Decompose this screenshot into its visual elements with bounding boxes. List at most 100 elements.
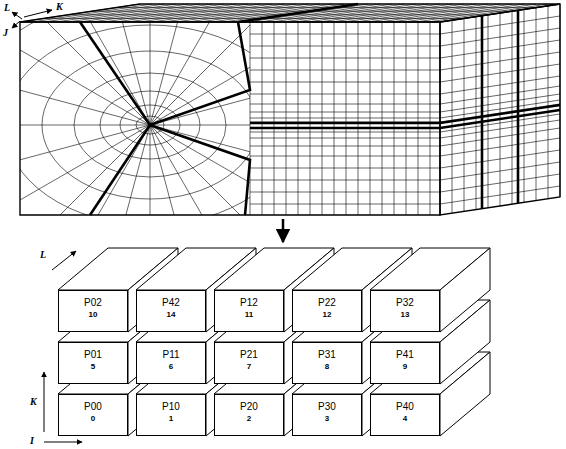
processor-number: 9 (403, 362, 407, 372)
crack-tip-mesh (20, 22, 250, 215)
mesh-ray (20, 22, 150, 125)
down-arrow (282, 219, 285, 242)
mesh-line (250, 94, 440, 95)
mesh-line (250, 118, 440, 119)
processor-block: P4214 (136, 290, 206, 332)
axis-arrow (44, 442, 82, 443)
mesh-line (250, 112, 440, 113)
mesh-ray (150, 125, 250, 126)
processor-block: P0210 (58, 290, 128, 332)
processor-number: 1 (169, 414, 173, 424)
mesh-ray (20, 125, 150, 126)
processor-number: 10 (89, 310, 98, 320)
mesh-line (286, 22, 287, 215)
mesh-ray (150, 22, 250, 125)
mesh-ray (20, 42, 150, 125)
mesh-line (430, 22, 431, 215)
mesh-line (346, 22, 347, 215)
processor-block: P101 (136, 394, 206, 436)
processor-block: P202 (214, 394, 284, 436)
mesh-line (250, 46, 440, 47)
mesh-line (370, 22, 371, 215)
mesh-line (310, 22, 311, 215)
processor-number: 3 (325, 414, 329, 424)
axis-label: K (56, 1, 63, 12)
blocks (58, 248, 490, 436)
processor-block: P404 (370, 394, 440, 436)
processor-block: P3213 (370, 290, 440, 332)
mesh-ray (67, 22, 150, 125)
processor-block: P2212 (292, 290, 362, 332)
processor-name: P20 (240, 401, 258, 413)
processor-number: 8 (325, 362, 329, 372)
processor-name: P00 (84, 401, 102, 413)
mesh-outline (20, 22, 440, 215)
mesh-line (250, 146, 440, 147)
mesh-line (250, 138, 440, 139)
mesh-line (382, 22, 383, 215)
mesh-line (392, 4, 512, 22)
axis-label: J (3, 27, 8, 38)
mesh-line (250, 132, 440, 133)
processor-name: P40 (396, 401, 414, 413)
mesh-line (406, 22, 407, 215)
mesh-ray (150, 22, 250, 125)
mesh-face (20, 22, 440, 215)
mesh-ray (150, 42, 250, 125)
mesh-line (250, 22, 251, 215)
axis-label: K (30, 396, 37, 407)
processor-block: P217 (214, 342, 284, 384)
mesh-line (524, 9, 525, 202)
processor-block: P1211 (214, 290, 284, 332)
mesh-line (512, 11, 513, 204)
axis-label: L (40, 249, 46, 260)
mesh-ray (150, 125, 250, 215)
processor-name: P32 (396, 297, 414, 309)
partition-line (517, 10, 520, 203)
mesh-line (322, 22, 323, 215)
axis-arrow (12, 21, 20, 28)
mesh-ray (150, 22, 250, 125)
mesh-line (250, 192, 440, 193)
processor-block: P318 (292, 342, 362, 384)
processor-name: P42 (162, 297, 180, 309)
mesh-line (250, 58, 440, 59)
mesh-line (548, 6, 549, 199)
partition-line (150, 22, 250, 125)
mesh-line (536, 8, 537, 201)
axes (12, 10, 283, 442)
processor-number: 13 (401, 310, 410, 320)
processor-block: P116 (136, 342, 206, 384)
mesh-ray (150, 125, 151, 215)
mesh-line (464, 18, 465, 211)
axis-arrow (44, 372, 45, 432)
axis-label: L (4, 2, 10, 13)
mesh-ray (20, 125, 150, 208)
mesh-line (476, 17, 477, 210)
mesh-ray (150, 125, 250, 215)
mesh-line (394, 22, 395, 215)
partition-line (90, 125, 150, 215)
processor-number: 14 (167, 310, 176, 320)
processor-name: P01 (84, 349, 102, 361)
partition-line (250, 110, 560, 128)
processor-name: P11 (162, 349, 179, 361)
mesh-line (250, 204, 440, 205)
axis-arrow (12, 12, 22, 19)
mesh-ray (20, 22, 150, 125)
processor-name: P10 (162, 401, 180, 413)
mesh-line (274, 22, 275, 215)
processor-name: P02 (84, 297, 102, 309)
mesh-line (250, 70, 440, 71)
axis-label: I (30, 435, 34, 446)
processor-number: 0 (91, 414, 95, 424)
processor-block: P015 (58, 342, 128, 384)
partition-line (80, 22, 150, 125)
mesh-line (298, 22, 299, 215)
mesh-line (250, 168, 440, 169)
processor-number: 5 (91, 362, 95, 372)
mesh-line (250, 82, 440, 83)
mesh-line (418, 22, 419, 215)
mesh-ellipse (20, 25, 250, 215)
